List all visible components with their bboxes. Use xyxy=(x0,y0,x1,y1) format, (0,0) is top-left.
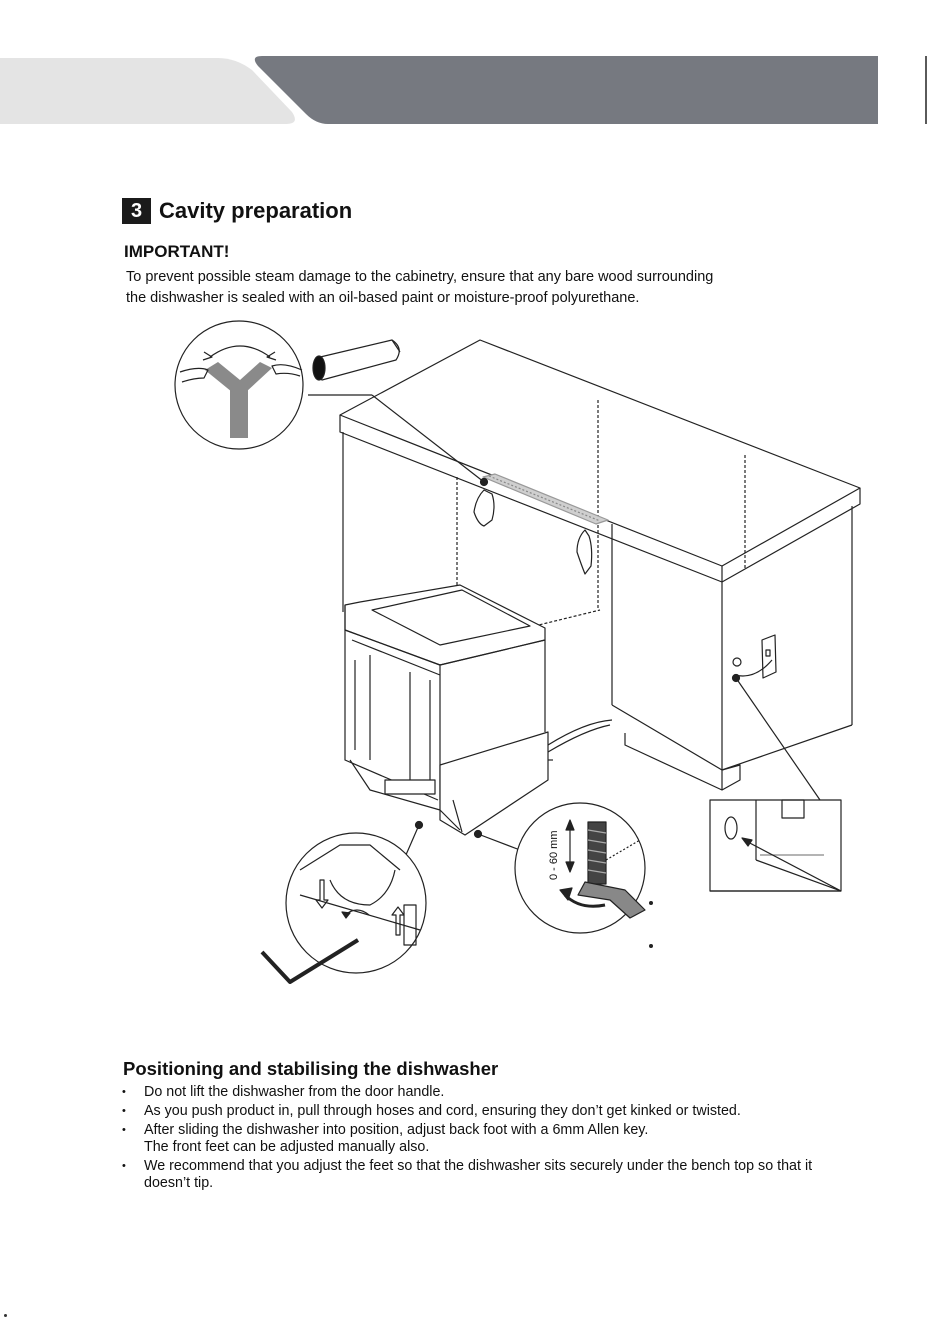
bullet-dot xyxy=(649,901,653,905)
list-item: We recommend that you adjust the feet so… xyxy=(122,1158,842,1192)
header-banner xyxy=(0,56,927,124)
corner-mark xyxy=(4,1314,7,1317)
check-mark-icon xyxy=(260,938,360,984)
benchtop xyxy=(339,339,861,583)
tape-detail-circle xyxy=(174,320,304,450)
list-item: As you push product in, pull through hos… xyxy=(122,1103,842,1120)
important-heading: IMPORTANT! xyxy=(124,242,230,261)
section-label: Cavity preparation xyxy=(159,198,353,223)
bullet-dot xyxy=(649,944,653,948)
tape-roll-icon xyxy=(312,339,401,381)
section-title: 3 Cavity preparation xyxy=(122,198,352,224)
list-item-subtext: The front feet can be adjusted manually … xyxy=(144,1139,430,1155)
front-foot-detail-circle xyxy=(285,832,427,974)
positioning-title: Positioning and stabilising the dishwash… xyxy=(123,1058,499,1079)
important-line-1: To prevent possible steam damage to the … xyxy=(126,269,714,285)
hand-left-icon xyxy=(473,489,495,527)
positioning-list: Do not lift the dishwasher from the door… xyxy=(122,1084,842,1194)
foot-range-label: 0 - 60 mm xyxy=(548,830,560,880)
header-dark-tab xyxy=(252,56,878,124)
list-item: Do not lift the dishwasher from the door… xyxy=(122,1084,842,1101)
important-text: To prevent possible steam damage to the … xyxy=(126,267,846,309)
list-item: After sliding the dishwasher into positi… xyxy=(122,1122,842,1156)
installation-diagram: 0 - 60 mm xyxy=(174,320,861,984)
cabinet-right xyxy=(611,455,853,791)
adjustable-foot-detail-circle xyxy=(514,802,646,934)
section-number: 3 xyxy=(122,198,151,224)
wall-socket-icon xyxy=(732,634,777,679)
hand-right-icon xyxy=(576,529,593,575)
dishwasher-unit xyxy=(344,584,613,836)
header-light-tab xyxy=(0,58,295,124)
important-line-2: the dishwasher is sealed with an oil-bas… xyxy=(126,290,640,306)
socket-hole-detail xyxy=(709,799,842,892)
